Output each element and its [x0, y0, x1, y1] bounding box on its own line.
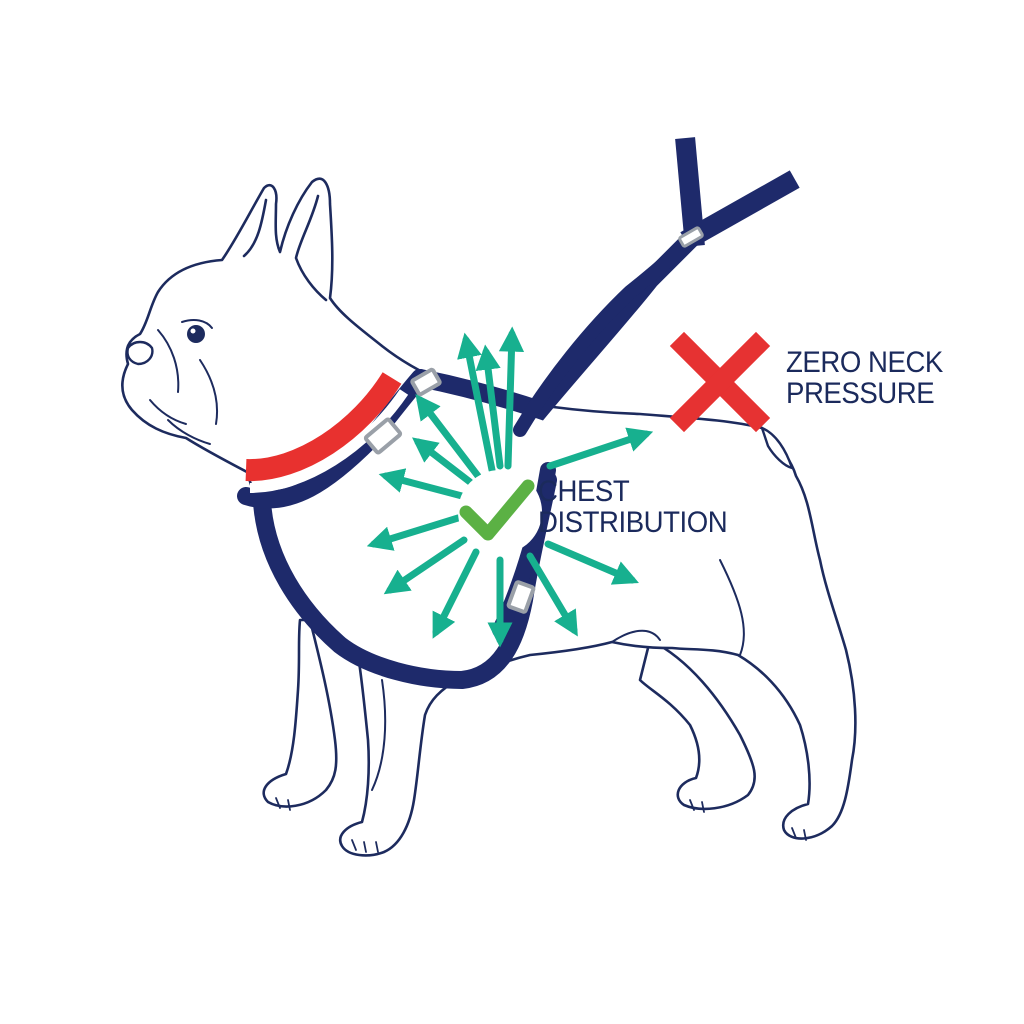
arrow-up-left	[415, 393, 482, 480]
arrow-up-2	[475, 344, 504, 470]
arrow-left-2	[366, 514, 462, 551]
arrow-up-1	[457, 332, 496, 474]
dog-brow	[181, 319, 213, 329]
buckle-neck	[363, 417, 403, 455]
buckle-shoulder	[410, 367, 442, 397]
zero-neck-pressure-line2: PRESSURE	[786, 377, 935, 410]
chest-distribution-label: CHEST DISTRIBUTION	[538, 475, 728, 539]
dog-paw-toes-1	[351, 839, 379, 853]
buckle-belly	[506, 580, 536, 614]
dog-face-wrinkle-1	[157, 329, 180, 393]
collar-red-band	[245, 372, 402, 482]
dog-hip-line	[719, 559, 745, 656]
dog-leg-contour-1	[611, 629, 661, 643]
buckle-leash	[678, 226, 704, 248]
arrow-up-left-2	[412, 437, 474, 486]
dog-paw-toes-3	[791, 827, 807, 841]
harness-inner-strap	[513, 229, 701, 437]
dog-nose	[126, 340, 154, 366]
dog-eye	[187, 325, 205, 343]
harness	[237, 137, 800, 690]
dog-paw-toes-4	[689, 799, 705, 813]
dog-face-wrinkle-2	[199, 359, 218, 425]
dog-front-leg-line	[371, 679, 387, 791]
collar-white-band	[249, 389, 409, 493]
zero-neck-pressure-label: ZERO NECK PRESSURE	[786, 347, 943, 409]
dog-ear-left-inner	[242, 198, 268, 258]
dog-ear-right-inner	[294, 194, 328, 302]
leash-arm-up	[675, 137, 705, 247]
dog-mouth	[149, 399, 187, 425]
green-checkmark-icon	[459, 479, 535, 541]
arrow-right-up	[546, 427, 654, 470]
arrow-up-3	[498, 326, 525, 470]
red-x-icon	[669, 331, 771, 433]
chest-distribution-line1: CHEST	[538, 475, 630, 508]
harness-belly-strap	[492, 462, 556, 638]
dog-front-far-leg	[262, 618, 338, 808]
arrow-down-left-1	[383, 536, 468, 595]
dog-tail	[760, 426, 794, 470]
arrow-left-1	[378, 468, 466, 500]
dog-face-wrinkle-3	[167, 419, 211, 445]
zero-neck-pressure-line1: ZERO NECK	[786, 346, 943, 379]
chest-distribution-line2: DISTRIBUTION	[538, 506, 728, 539]
arrow-down-right-1	[526, 552, 578, 637]
pressure-distribution-arrows	[366, 326, 654, 648]
arrow-down-right-2	[544, 540, 639, 585]
arrow-down-left-2	[432, 548, 480, 639]
dog-back-far-leg	[638, 638, 756, 811]
dog-paw-toes-2	[275, 797, 291, 811]
leash-arm-right	[680, 170, 800, 250]
